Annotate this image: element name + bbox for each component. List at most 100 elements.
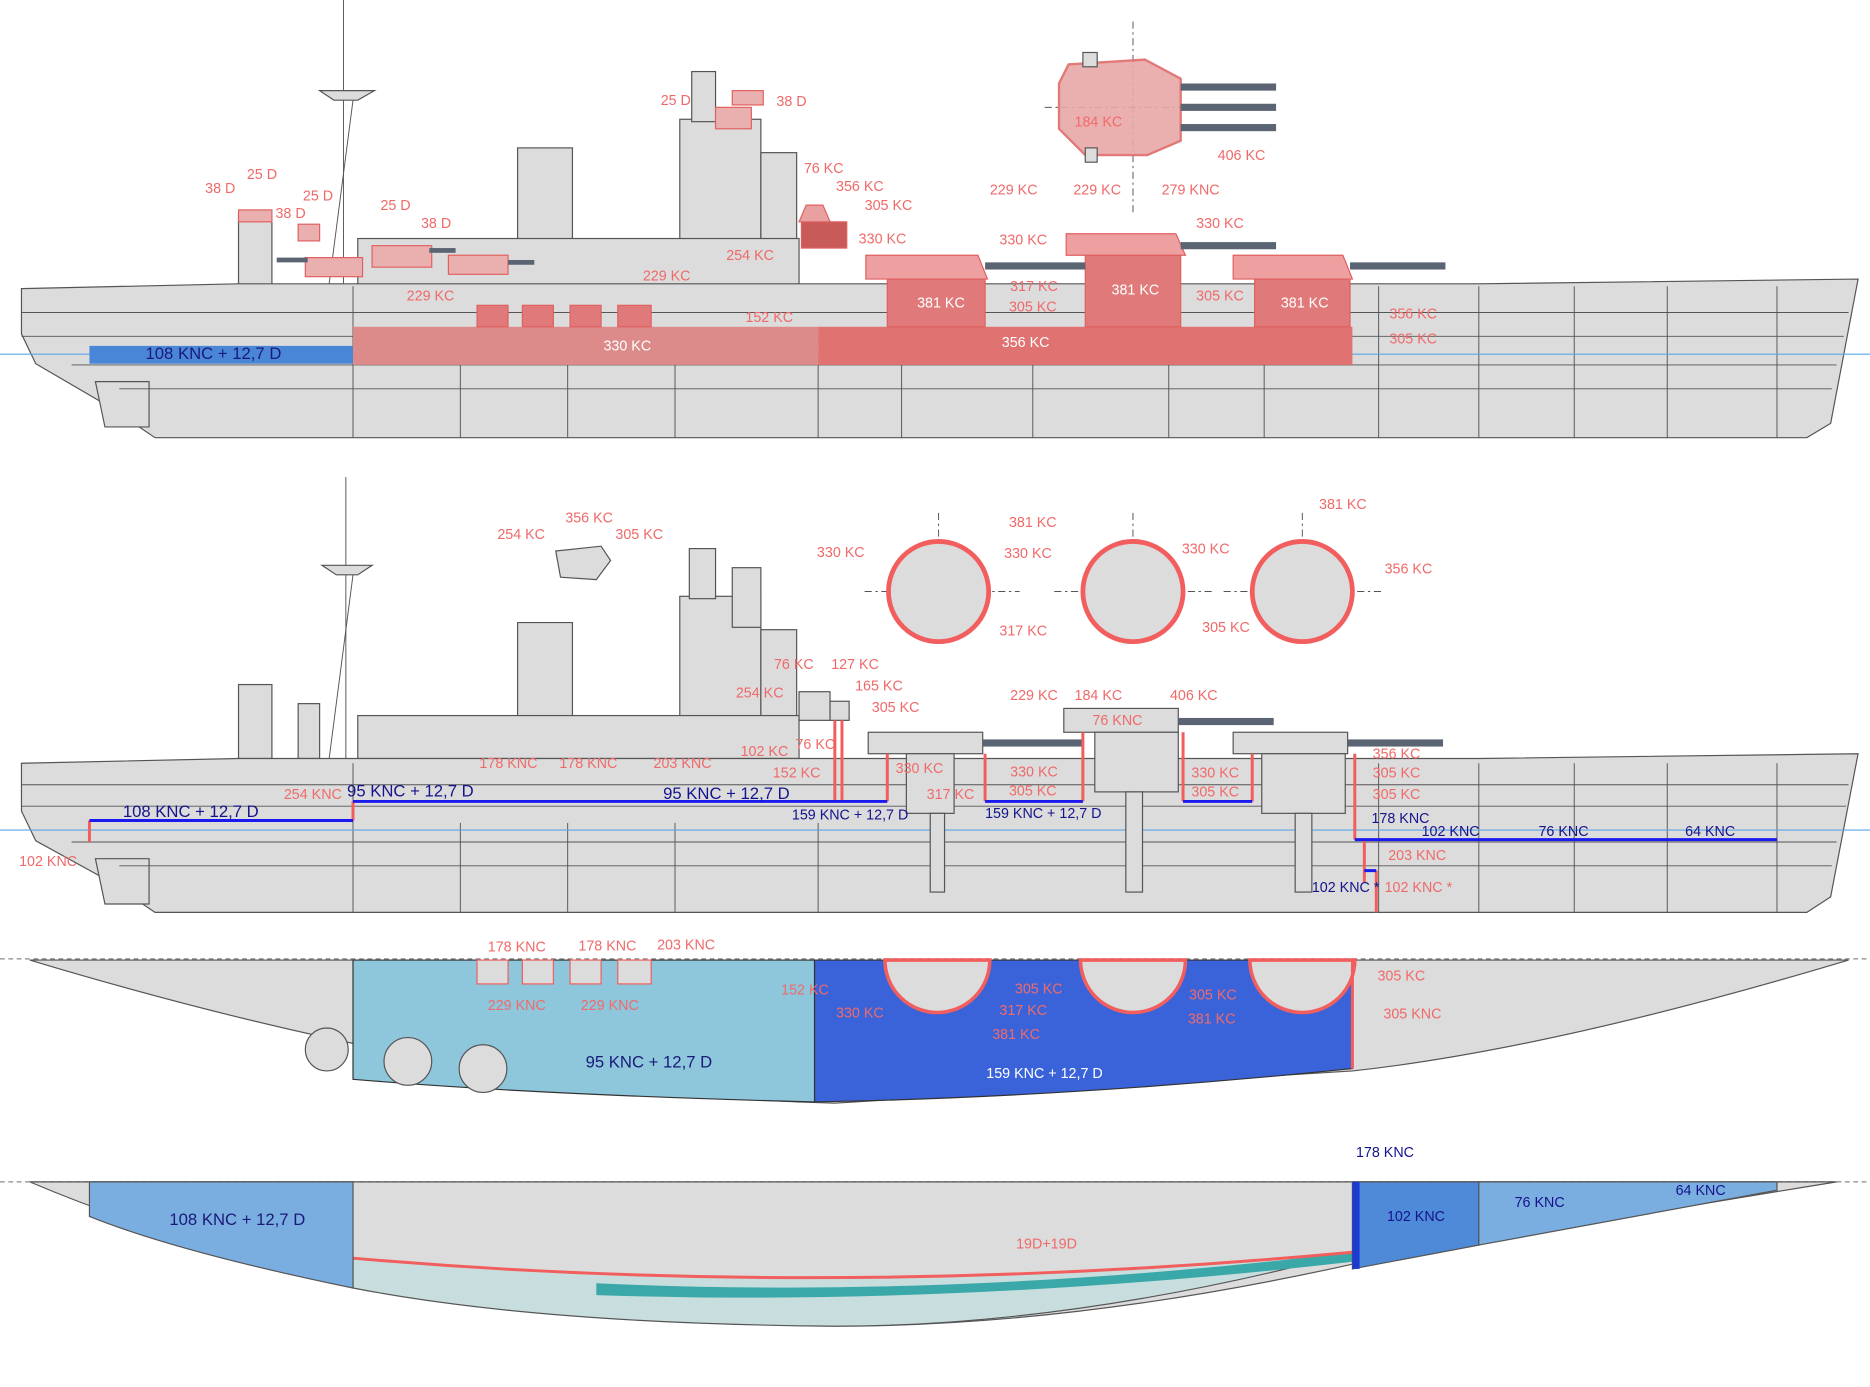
- view1-armor-label: 381 KC: [917, 296, 965, 312]
- view1-armor-label: 229 KC: [643, 268, 691, 284]
- view4-armor-label: 108 KNC + 12,7 D: [169, 1210, 305, 1229]
- view3-armor-label: 178 KNC: [488, 940, 546, 956]
- view1-armor-label: 152 KC: [745, 310, 793, 326]
- view2-armor-label: 330 KC: [1004, 546, 1052, 562]
- view2-armor-label: 317 KC: [927, 787, 975, 803]
- view2-armor-label: 381 KC: [1319, 497, 1367, 513]
- view2-armor-label: 76 KNC: [1538, 824, 1588, 840]
- view3-armor-label: 317 KC: [999, 1003, 1047, 1019]
- view1-armor-label: 381 KC: [1281, 296, 1329, 312]
- view3-armor-label: 159 KNC + 12,7 D: [986, 1066, 1102, 1082]
- view2-armor-label: 178 KNC: [1371, 811, 1429, 827]
- view2-armor-label: 330 KC: [896, 761, 944, 777]
- view2-armor-label: 127 KC: [831, 657, 879, 673]
- view2-armor-label: 203 KNC: [654, 756, 712, 772]
- view2-armor-label: 356 KC: [565, 510, 613, 526]
- belt-330: [353, 326, 819, 365]
- view3-armor-label: 229 KNC: [488, 998, 546, 1014]
- view1-armor-label: 38 D: [275, 206, 305, 222]
- view3-armor-label: 152 KC: [781, 983, 829, 999]
- view1-armor-label: 229 KC: [407, 289, 455, 305]
- view2-armor-label: 102 KNC *: [1312, 880, 1380, 896]
- plan-view-waterline: [0, 1181, 1870, 1327]
- view3-armor-label: 305 KNC: [1383, 1006, 1441, 1022]
- view2-armor-label: 330 KC: [1191, 766, 1239, 782]
- view2-armor-label: 64 KNC: [1685, 824, 1735, 840]
- view2-armor-label: 95 KNC + 12,7 D: [347, 782, 474, 801]
- view2-armor-label: 178 KNC: [559, 756, 617, 772]
- view2-armor-label: 406 KC: [1170, 688, 1218, 704]
- barbette-sections: [555, 512, 1382, 645]
- view1-armor-label: 305 KC: [1389, 331, 1437, 347]
- view1-armor-label: 356 KC: [1002, 335, 1050, 351]
- side-profile-armor: [0, 0, 1870, 439]
- view1-armor-label: 305 KC: [1196, 289, 1244, 305]
- view1-armor-label: 317 KC: [1010, 279, 1058, 295]
- view3-armor-label: 305 KC: [1015, 981, 1063, 997]
- view1-armor-label: 108 KNC + 12,7 D: [145, 344, 281, 363]
- view1-armor-label: 229 KC: [1073, 182, 1121, 198]
- view1-armor-label: 38 D: [421, 216, 451, 232]
- view2-armor-label: 330 KC: [1182, 541, 1230, 557]
- view4-armor-label: 64 KNC: [1676, 1183, 1726, 1199]
- view2-armor-label: 159 KNC + 12,7 D: [985, 806, 1101, 822]
- view1-armor-label: 279 KNC: [1162, 182, 1220, 198]
- view2-armor-label: 203 KNC: [1388, 848, 1446, 864]
- view2-armor-label: 305 KC: [1373, 787, 1421, 803]
- view3-armor-label: 330 KC: [836, 1005, 884, 1021]
- view2-armor-label: 305 KC: [1373, 766, 1421, 782]
- view2-armor-label: 356 KC: [1373, 746, 1421, 762]
- view1-armor-label: 330 KC: [603, 339, 651, 355]
- view1-armor-label: 305 KC: [865, 198, 913, 214]
- view1-armor-label: 330 KC: [859, 231, 907, 247]
- view1-armor-label: 25 D: [661, 93, 691, 109]
- view1-armor-label: 330 KC: [999, 232, 1047, 248]
- view2-armor-label: 108 KNC + 12,7 D: [123, 802, 259, 821]
- view1-armor-label: 25 D: [380, 198, 410, 214]
- view2-armor-label: 356 KC: [1385, 562, 1433, 578]
- view2-armor-label: 165 KC: [855, 679, 903, 695]
- view2-armor-label: 254 KC: [736, 686, 784, 702]
- turret-inset: [1044, 21, 1277, 215]
- view2-armor-label: 305 KC: [872, 700, 920, 716]
- view1-armor-label: 38 D: [205, 181, 235, 197]
- view1-armor-label: 381 KC: [1112, 283, 1160, 299]
- view1-armor-label: 330 KC: [1196, 216, 1244, 232]
- view2-armor-label: 102 KC: [741, 744, 789, 760]
- view2-armor-label: 102 KNC: [1422, 824, 1480, 840]
- view1-armor-label: 76 KC: [804, 161, 844, 177]
- view3-armor-label: 229 KNC: [581, 998, 639, 1014]
- view4-armor-label: 178 KNC: [1356, 1145, 1414, 1161]
- view4-armor-label: 102 KNC: [1387, 1209, 1445, 1225]
- view2-armor-label: 178 KNC: [479, 756, 537, 772]
- view2-armor-label: 305 KC: [615, 527, 663, 543]
- belt-108: [89, 345, 354, 364]
- view1-armor-label: 254 KC: [726, 248, 774, 264]
- view1-armor-label: 184 KC: [1075, 114, 1123, 130]
- view2-armor-label: 305 KC: [1009, 783, 1057, 799]
- view2-armor-label: 76 KNC: [1092, 713, 1142, 729]
- view2-armor-label: 254 KNC: [284, 787, 342, 803]
- view2-armor-label: 159 KNC + 12,7 D: [792, 807, 908, 823]
- view3-armor-label: 381 KC: [992, 1027, 1040, 1043]
- view2-armor-label: 76 KC: [795, 737, 835, 753]
- view1-armor-label: 356 KC: [1389, 306, 1437, 322]
- view1-armor-label: 356 KC: [836, 179, 884, 195]
- view2-armor-label: 317 KC: [999, 624, 1047, 640]
- view2-armor-label: 152 KC: [773, 766, 821, 782]
- belt-356: [818, 326, 1353, 365]
- view2-armor-label: 305 KC: [1191, 785, 1239, 801]
- view1-armor-label: 25 D: [247, 167, 277, 183]
- view2-armor-label: 76 KC: [774, 657, 814, 673]
- view2-armor-label: 381 KC: [1009, 515, 1057, 531]
- view3-armor-label: 305 KC: [1189, 987, 1237, 1003]
- view4-armor-label: 76 KNC: [1515, 1195, 1565, 1211]
- view3-armor-label: 203 KNC: [657, 937, 715, 953]
- view1-armor-label: 38 D: [776, 94, 806, 110]
- view3-armor-label: 305 KC: [1377, 968, 1425, 984]
- side-profile-decks: [0, 477, 1870, 960]
- view2-armor-label: 102 KNC *: [1385, 880, 1453, 896]
- view1-armor-label: 229 KC: [990, 182, 1038, 198]
- plan-view-deck: [29, 958, 1849, 1104]
